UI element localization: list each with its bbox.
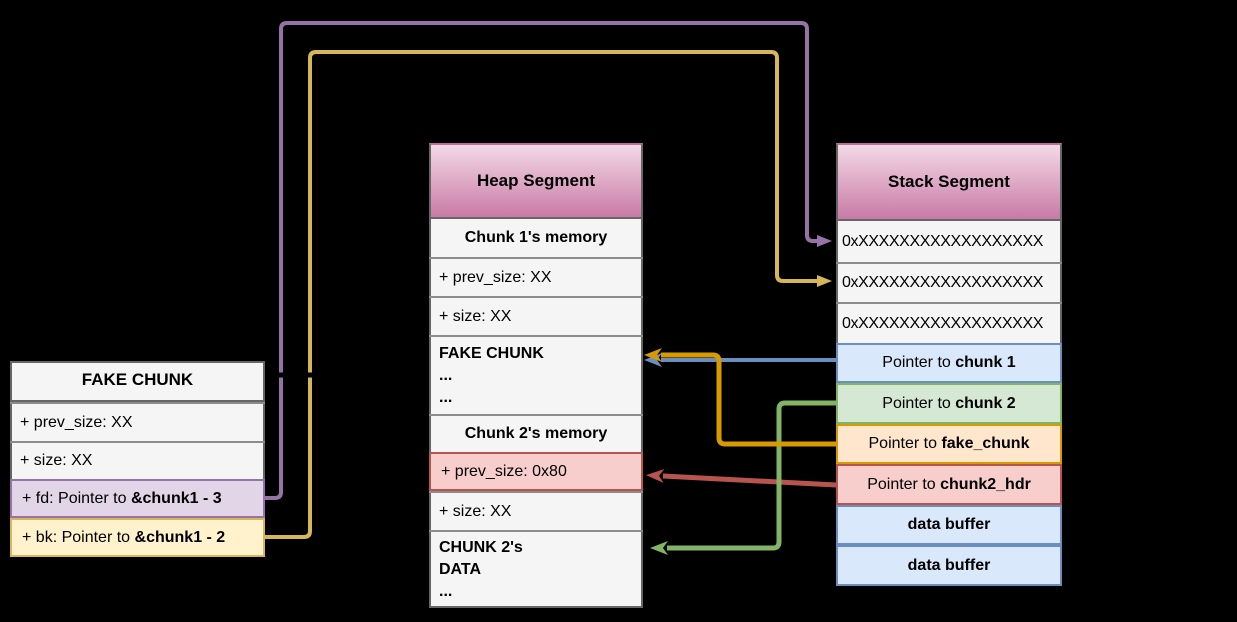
cell-label: FAKE CHUNK ... ... (439, 344, 544, 406)
stack-address-cell-1: 0xXXXXXXXXXXXXXXXXXX (836, 221, 1062, 262)
cell-label: CHUNK 2's DATA ... (439, 539, 523, 600)
stack-data-buffer-cell-2: data buffer (836, 545, 1062, 586)
heap-fake-chunk-cell: FAKE CHUNK ... ... (429, 335, 643, 414)
stack-pointer-chunk2-cell: Pointer to chunk 2 (836, 383, 1062, 424)
pointer-fake-chunk-to-fake-chunk-arrow (644, 348, 836, 447)
heap-segment-table: Heap Segment Chunk 1's memory + prev_siz… (429, 143, 643, 608)
stack-segment-title-label: Stack Segment (888, 171, 1010, 191)
stack-pointer-chunk1-cell: Pointer to chunk 1 (836, 343, 1062, 383)
fake-chunk-size-cell: + size: XX (10, 441, 265, 479)
heap-chunk2-size-cell: + size: XX (429, 491, 643, 530)
heap-segment-title-label: Heap Segment (476, 170, 596, 190)
cell-label: Chunk 2's memory (464, 425, 608, 443)
cell-label: Pointer to chunk2_hdr (867, 475, 1031, 493)
cell-label: Chunk 1's memory (464, 229, 608, 247)
stack-segment-header: Stack Segment (836, 143, 1062, 221)
cell-label: + prev_size: XX (439, 268, 552, 286)
cell-label: Pointer to fake_chunk (868, 435, 1030, 453)
stack-address-cell-3: 0xXXXXXXXXXXXXXXXXXX (836, 302, 1062, 343)
cell-label: + prev_size: XX (20, 413, 133, 431)
fake-chunk-table: FAKE CHUNK + prev_size: XX + size: XX + … (10, 361, 265, 557)
cell-label: + prev_size: 0x80 (441, 462, 567, 480)
cell-label: Pointer to chunk 1 (882, 354, 1016, 372)
stack-data-buffer-cell-1: data buffer (836, 505, 1062, 545)
heap-chunk2-prev-size-cell: + prev_size: 0x80 (429, 452, 643, 491)
cell-label: + fd: Pointer to &chunk1 - 3 (22, 489, 222, 507)
stack-pointer-chunk2hdr-cell: Pointer to chunk2_hdr (836, 464, 1062, 505)
heap-chunk1-size-cell: + size: XX (429, 296, 643, 335)
fake-chunk-title-label: FAKE CHUNK (81, 370, 194, 390)
cell-label: + bk: Pointer to &chunk1 - 2 (22, 528, 226, 546)
stack-segment-table: Stack Segment 0xXXXXXXXXXXXXXXXXXX 0xXXX… (836, 143, 1062, 586)
cell-label: 0xXXXXXXXXXXXXXXXXXX (842, 274, 1043, 292)
cell-label: + size: XX (20, 452, 93, 470)
heap-chunk2-memory-cell: Chunk 2's memory (429, 414, 643, 452)
heap-segment-header: Heap Segment (429, 143, 643, 219)
cell-label: 0xXXXXXXXXXXXXXXXXXX (842, 232, 1043, 250)
fake-chunk-fd-cell: + fd: Pointer to &chunk1 - 3 (10, 479, 265, 518)
pointer-chunk2-to-chunk2-data-arrow (650, 400, 836, 555)
pointer-chunk2hdr-to-prev-size-arrow (646, 469, 837, 488)
heap-chunk1-memory-cell: Chunk 1's memory (429, 219, 643, 257)
fake-chunk-table-title: FAKE CHUNK (10, 361, 265, 402)
cell-label: 0xXXXXXXXXXXXXXXXXXX (842, 314, 1043, 332)
stack-pointer-fake-chunk-cell: Pointer to fake_chunk (836, 424, 1062, 464)
cell-label: data buffer (907, 556, 991, 574)
fake-chunk-prev-size-cell: + prev_size: XX (10, 402, 265, 441)
heap-chunk1-prev-size-cell: + prev_size: XX (429, 257, 643, 296)
stack-address-cell-2: 0xXXXXXXXXXXXXXXXXXX (836, 262, 1062, 302)
cell-label: Pointer to chunk 2 (882, 394, 1016, 412)
fake-chunk-bk-cell: + bk: Pointer to &chunk1 - 2 (10, 518, 265, 557)
cell-label: + size: XX (439, 307, 512, 325)
cell-label: data buffer (907, 516, 991, 534)
cell-label: + size: XX (439, 502, 512, 520)
heap-chunk2-data-cell: CHUNK 2's DATA ... (429, 530, 643, 608)
